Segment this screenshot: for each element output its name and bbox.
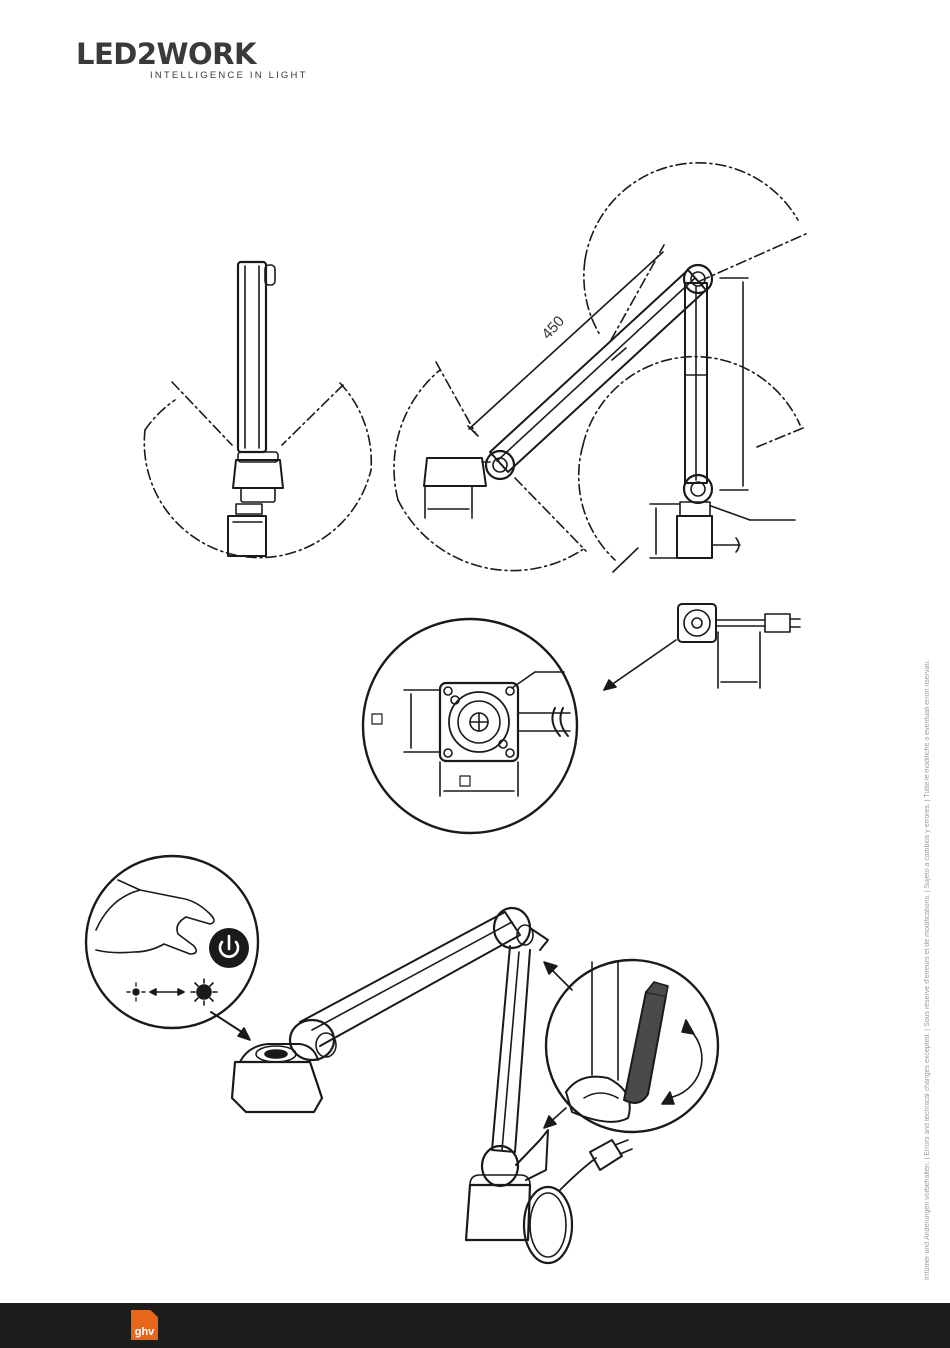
base-detail-circle [363,619,577,833]
rotate-arrow-icon [668,1030,702,1098]
touch-switch-circle [86,856,258,1040]
footer-bar: ghv [0,1303,950,1348]
base-top-view-small [604,604,800,690]
lever-detail-circle [544,960,718,1132]
side-disclaimer: Irrtümer und Änderungen vorbehalten. | E… [924,590,940,1280]
front-view-lamp [394,163,808,572]
light-dim-icon [127,983,145,1001]
arm-length-label: 450 [538,313,568,343]
ghv-logo-badge: ghv [131,1310,158,1340]
light-bright-icon [191,979,217,1005]
side-view-lamp [144,262,371,558]
technical-drawing: 450 [0,0,950,1300]
